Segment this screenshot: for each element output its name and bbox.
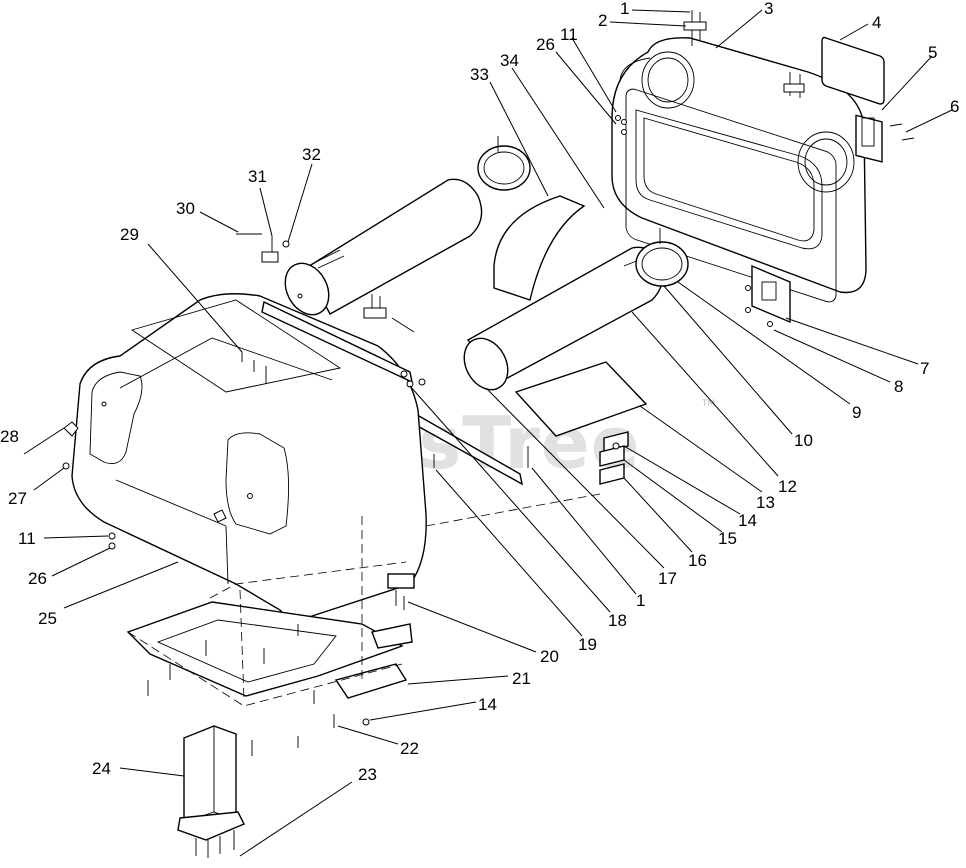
callout-21: 21: [512, 669, 531, 688]
callout-7: 7: [920, 359, 929, 378]
callout-24: 24: [92, 759, 111, 778]
small-screws: [615, 115, 915, 141]
callout-26a: 26: [536, 35, 555, 54]
callout-17: 17: [658, 569, 677, 588]
callout-14b: 14: [478, 695, 497, 714]
callout-33: 33: [470, 65, 489, 84]
spacer-brackets: [599, 431, 629, 485]
callout-25: 25: [38, 609, 57, 628]
housing-pins: [236, 233, 415, 384]
callout-32: 32: [302, 145, 321, 164]
callout-10: 10: [794, 431, 813, 450]
callout-14a: 14: [738, 511, 757, 530]
side-screws: [400, 370, 529, 468]
frame-bolts: [147, 590, 405, 756]
callout-11b: 11: [18, 529, 36, 548]
upper-filter-tube: [284, 178, 483, 316]
decal: [821, 36, 885, 105]
callout-2: 2: [598, 11, 607, 30]
front-ring: [635, 228, 689, 287]
mount-plate: [745, 264, 791, 327]
watermark-trademark: TM: [701, 399, 715, 409]
callout-1b: 1: [636, 591, 645, 610]
callout-labels: 1 2 3 4 5 6 7 8 9 10 11 11 12 13 14 14 1…: [0, 0, 959, 784]
callout-15: 15: [718, 529, 737, 548]
stand-tube: [177, 725, 245, 858]
callout-3: 3: [764, 0, 773, 18]
lower-filter-tube: [463, 246, 664, 391]
callout-9: 9: [852, 403, 861, 422]
callout-4: 4: [872, 13, 881, 32]
left-washers: [108, 532, 116, 550]
center-bracket: [363, 294, 387, 319]
main-housing: [71, 293, 427, 620]
callout-31: 31: [248, 167, 267, 186]
callout-8: 8: [894, 377, 903, 396]
callout-20: 20: [540, 647, 559, 666]
callout-16: 16: [688, 551, 707, 570]
base-plate: [514, 361, 648, 437]
callout-12: 12: [778, 477, 797, 496]
callout-18: 18: [608, 611, 627, 630]
shroud-cover: [493, 195, 586, 301]
callout-6: 6: [950, 97, 959, 116]
callout-29: 29: [120, 225, 139, 244]
side-knobs: [62, 421, 227, 523]
leader-lines: [23, 9, 953, 857]
rear-ring: [477, 136, 531, 191]
callout-5: 5: [928, 43, 937, 62]
base-frame: [126, 493, 601, 707]
callout-1a: 1: [620, 0, 629, 18]
latch-bracket: [855, 114, 883, 163]
callout-27: 27: [8, 489, 27, 508]
callout-34: 34: [500, 51, 519, 70]
callout-19: 19: [578, 635, 597, 654]
callout-23: 23: [358, 765, 377, 784]
callout-11a: 11: [560, 25, 578, 44]
callout-22: 22: [400, 739, 419, 758]
callout-26b: 26: [28, 569, 47, 588]
callout-30: 30: [176, 199, 195, 218]
callout-28: 28: [0, 427, 19, 446]
callout-13: 13: [756, 493, 775, 512]
